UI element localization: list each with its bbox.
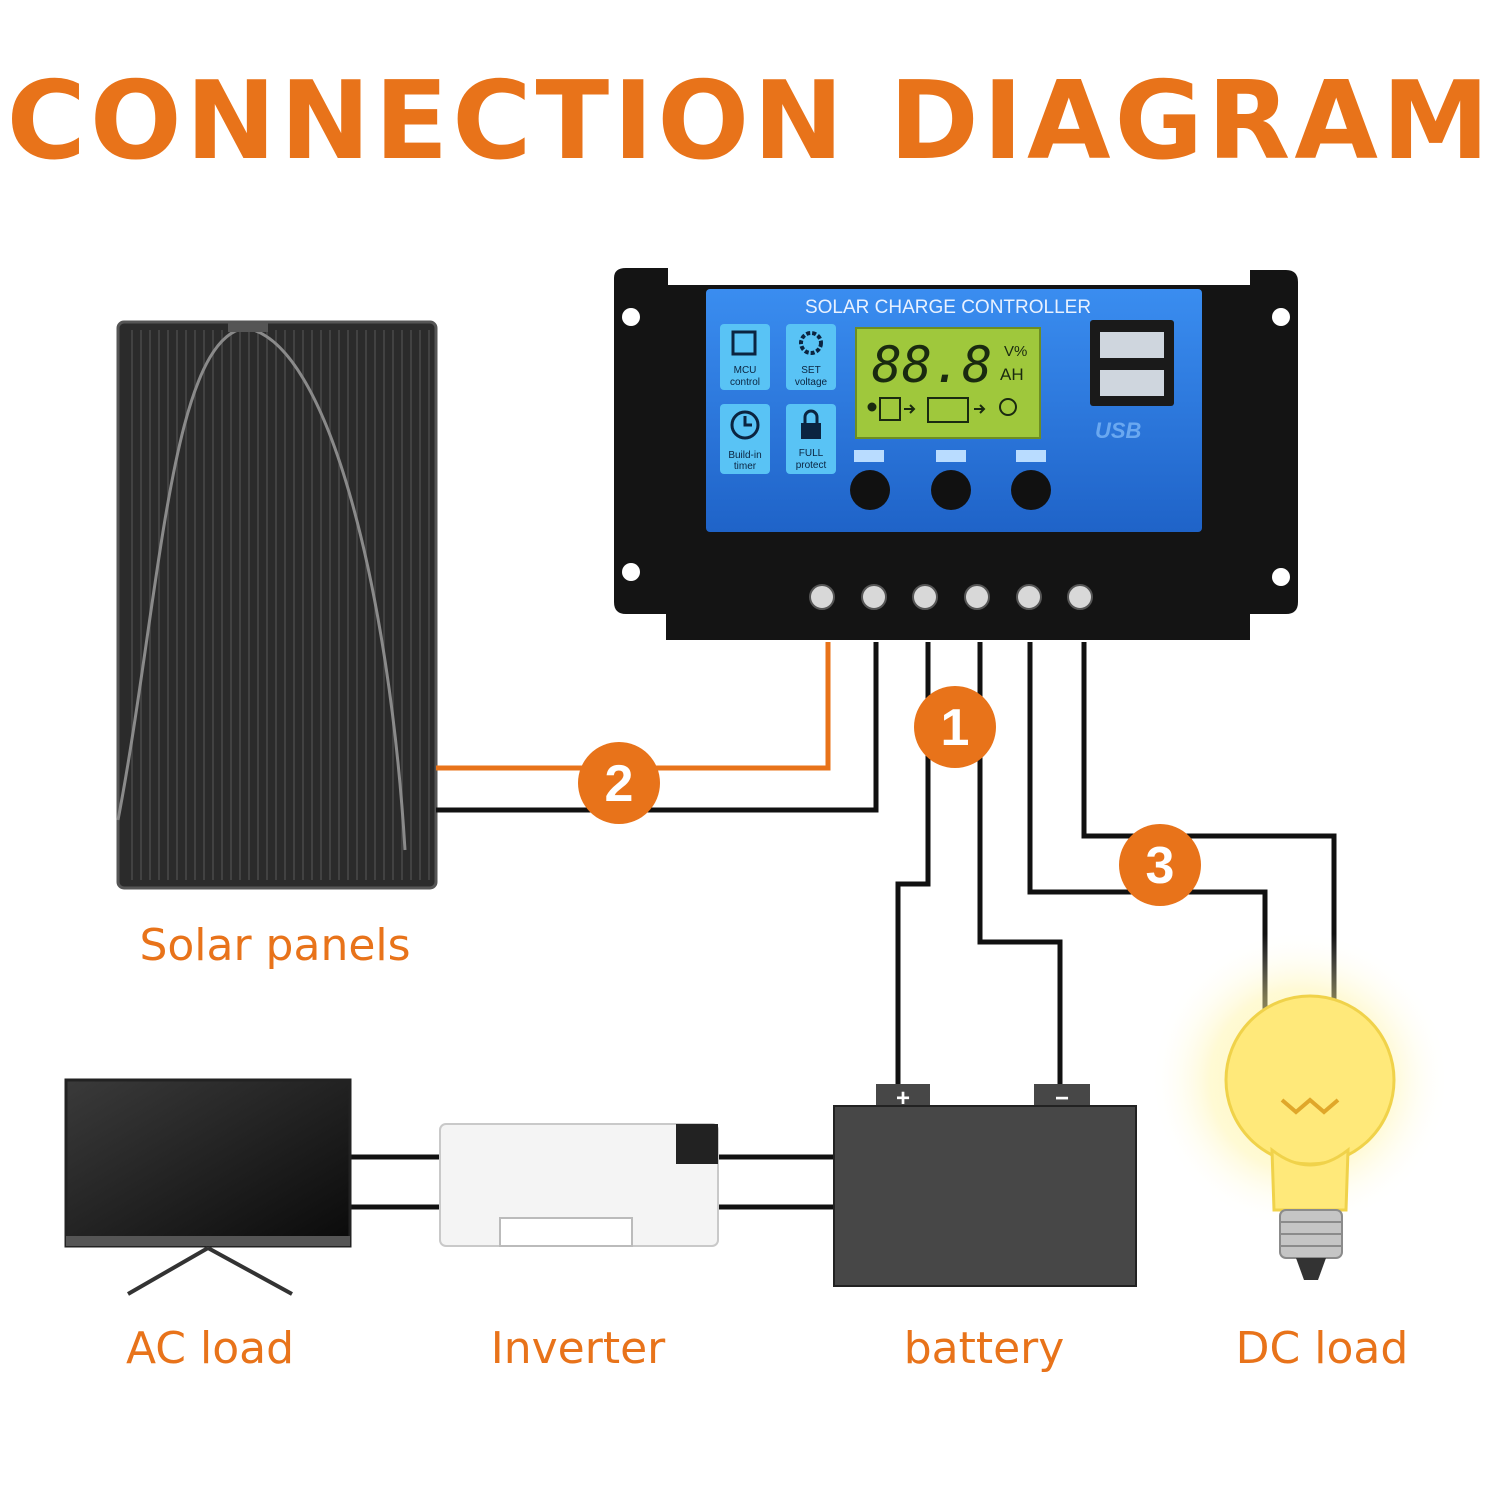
up-button[interactable] [931,470,971,510]
pv-negative-wire [436,642,879,813]
battery-positive-wire [895,642,931,1086]
negative-terminal: − [1055,1085,1069,1112]
marker-1: 1 [914,686,996,768]
svg-text:voltage: voltage [795,377,828,388]
controller-buttons [850,450,1051,510]
lcd-units-bottom: AH [1000,365,1024,384]
light-bulb [1150,930,1450,1280]
svg-text:Build-in: Build-in [728,450,761,461]
solar-panel [116,320,438,890]
mount-hole [1272,308,1290,326]
battery: + − [833,1084,1137,1287]
svg-text:2: 2 [605,755,634,813]
usb-ports: USB [1090,320,1174,443]
feature-set-voltage: SET voltage [786,324,836,390]
panel-cell-lines [131,330,430,880]
load-wire-2 [1081,642,1337,1002]
lcd-digits: 88.8 [872,336,992,394]
clock-icon [730,410,760,440]
feature-timer: Build-in timer [720,404,770,474]
lcd-units-top: V% [1004,343,1027,360]
arrow-icon [904,404,916,414]
terminal-screw [861,584,887,610]
svg-text:control: control [730,377,760,388]
page-title: CONNECTION DIAGRAM [6,59,1494,184]
bulb-icon [999,398,1017,416]
svg-text:FULL: FULL [799,448,824,459]
controller-header: SOLAR CHARGE CONTROLLER [805,297,1091,318]
terminal-screw [1016,584,1042,610]
panel-cable-left [116,326,246,821]
svg-text:SET: SET [801,365,820,376]
mount-hole [622,563,640,581]
caption-dc-load: DC load [1235,1323,1409,1374]
chip-icon [731,330,757,356]
terminal-block [809,584,1093,610]
marker-3: 3 [1119,824,1201,906]
battery-negative-wire [977,642,1063,1086]
charge-controller: SOLAR CHARGE CONTROLLER MCU control SET … [614,268,1298,640]
mount-hole [622,308,640,326]
terminal-screw [912,584,938,610]
down-button[interactable] [1011,470,1051,510]
lcd-flow-icons [867,397,1017,423]
svg-text:1: 1 [941,699,970,757]
monitor [64,1078,352,1296]
marker-2: 2 [578,742,660,824]
panel-cable-right [244,326,407,851]
terminal-screw [809,584,835,610]
caption-inverter: Inverter [490,1323,666,1374]
svg-text:timer: timer [734,461,757,472]
junction-box [228,322,268,332]
pv-positive-wire [436,642,831,771]
feature-mcu: MCU control [720,324,770,390]
caption-ac-load: AC load [125,1323,295,1374]
battery-icon [927,397,969,423]
lcd-display: 88.8 V% AH [855,327,1041,439]
menu-button[interactable] [850,470,890,510]
usb-label: USB [1095,418,1142,443]
svg-text:3: 3 [1146,837,1175,895]
mount-hole [1272,568,1290,586]
svg-text:protect: protect [796,460,827,471]
terminal-screw [1067,584,1093,610]
arrow-icon [974,404,986,414]
caption-solar-panels: Solar panels [139,920,411,971]
positive-terminal: + [896,1085,910,1112]
svg-text:MCU: MCU [734,365,757,376]
sun-icon [867,402,877,412]
gear-icon [799,331,823,355]
feature-full-protect: FULL protect [786,404,836,474]
panel-icon [879,397,901,421]
inverter [439,1123,719,1247]
lock-icon [801,423,821,439]
caption-battery: battery [903,1323,1065,1374]
terminal-screw [964,584,990,610]
